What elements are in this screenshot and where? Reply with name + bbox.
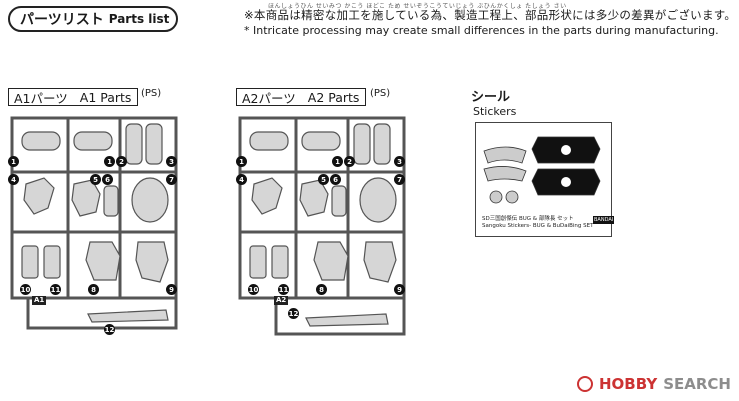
part-number: 8 xyxy=(316,284,327,295)
sticker-caption-en: Sangoku Stickers- BUG & BuDaiBing SET xyxy=(482,223,594,229)
manufacturing-notes: ※本商品は精密な加工を施している為、製造工程上、部品形状には多少の差異がございま… xyxy=(244,8,736,38)
runner-a2-label: A2パーツ A2 Parts xyxy=(236,88,366,106)
part-number: 1 xyxy=(332,156,343,167)
part-number: 3 xyxy=(394,156,405,167)
stickers-title: シール Stickers xyxy=(471,86,516,118)
runner-a1: 1 1 2 3 4 5 6 7 8 9 10 11 12 A1 xyxy=(8,114,183,344)
part-number: 9 xyxy=(394,284,405,295)
part-number: 8 xyxy=(88,284,99,295)
part-number: 9 xyxy=(166,284,177,295)
bandai-logo: BANDAI xyxy=(593,216,615,224)
runner-a2: 1 1 2 3 4 5 6 7 8 9 10 11 12 A2 xyxy=(236,114,411,344)
manufacturing-note-jp: ※本商品は精密な加工を施している為、製造工程上、部品形状には多少の差異がございま… xyxy=(244,8,737,22)
stickers-title-jp: シール xyxy=(471,90,511,105)
part-number: 7 xyxy=(394,174,405,185)
runner-a1-drawing xyxy=(10,116,178,330)
part-number: 6 xyxy=(330,174,341,185)
runner-a2-tag: A2 xyxy=(274,296,289,305)
runner-a1-label-jp: A1パーツ xyxy=(14,90,68,106)
hobby-search-logo-icon xyxy=(577,376,593,392)
runner-a1-label-en: A1 Parts xyxy=(79,89,132,105)
parts-list-title-en: Parts list xyxy=(108,12,170,26)
part-number: 3 xyxy=(166,156,177,167)
part-number: 7 xyxy=(166,174,177,185)
runner-a2-label-en: A2 Parts xyxy=(307,89,360,105)
part-number: 11 xyxy=(278,284,289,295)
stickers-title-en: Stickers xyxy=(473,105,517,118)
runner-a2-label-jp: A2パーツ xyxy=(242,90,296,106)
parts-list-title: パーツリスト Parts list xyxy=(8,6,178,32)
runner-a2-material: (PS) xyxy=(370,88,391,99)
runner-a1-label: A1パーツ A1 Parts xyxy=(8,88,138,106)
part-number: 2 xyxy=(116,156,127,167)
part-number: 1 xyxy=(104,156,115,167)
watermark: HOBBY SEARCH xyxy=(577,375,731,393)
part-number: 4 xyxy=(8,174,19,185)
part-number: 5 xyxy=(318,174,329,185)
sticker-sheet-drawing xyxy=(483,136,601,204)
notes-ruby: ほんしょうひん せいみつ かこう ほどこ ため せいぞうこうていじょう ぶひんか… xyxy=(268,3,567,10)
part-number: 12 xyxy=(288,308,299,319)
parts-list-title-jp: パーツリスト xyxy=(20,12,104,28)
part-number: 1 xyxy=(8,156,19,167)
watermark-brand-b: SEARCH xyxy=(663,375,731,393)
part-number: 5 xyxy=(90,174,101,185)
sticker-caption-jp: SD三国創傑伝 BUG & 部隊長 セット xyxy=(482,216,574,222)
part-number: 11 xyxy=(50,284,61,295)
part-number: 2 xyxy=(344,156,355,167)
runner-a1-material: (PS) xyxy=(141,88,162,99)
part-number: 1 xyxy=(236,156,247,167)
watermark-brand-a: HOBBY xyxy=(599,375,658,393)
sticker-sheet: SD三国創傑伝 BUG & 部隊長 セット Sangoku Stickers- … xyxy=(475,122,615,237)
part-number: 10 xyxy=(20,284,31,295)
part-number: 10 xyxy=(248,284,259,295)
part-number: 6 xyxy=(102,174,113,185)
runner-a1-tag: A1 xyxy=(32,296,47,305)
runner-a2-drawing xyxy=(238,116,406,336)
part-number: 12 xyxy=(104,324,115,335)
part-number: 4 xyxy=(236,174,247,185)
manufacturing-note-en: * Intricate processing may create small … xyxy=(244,24,719,37)
